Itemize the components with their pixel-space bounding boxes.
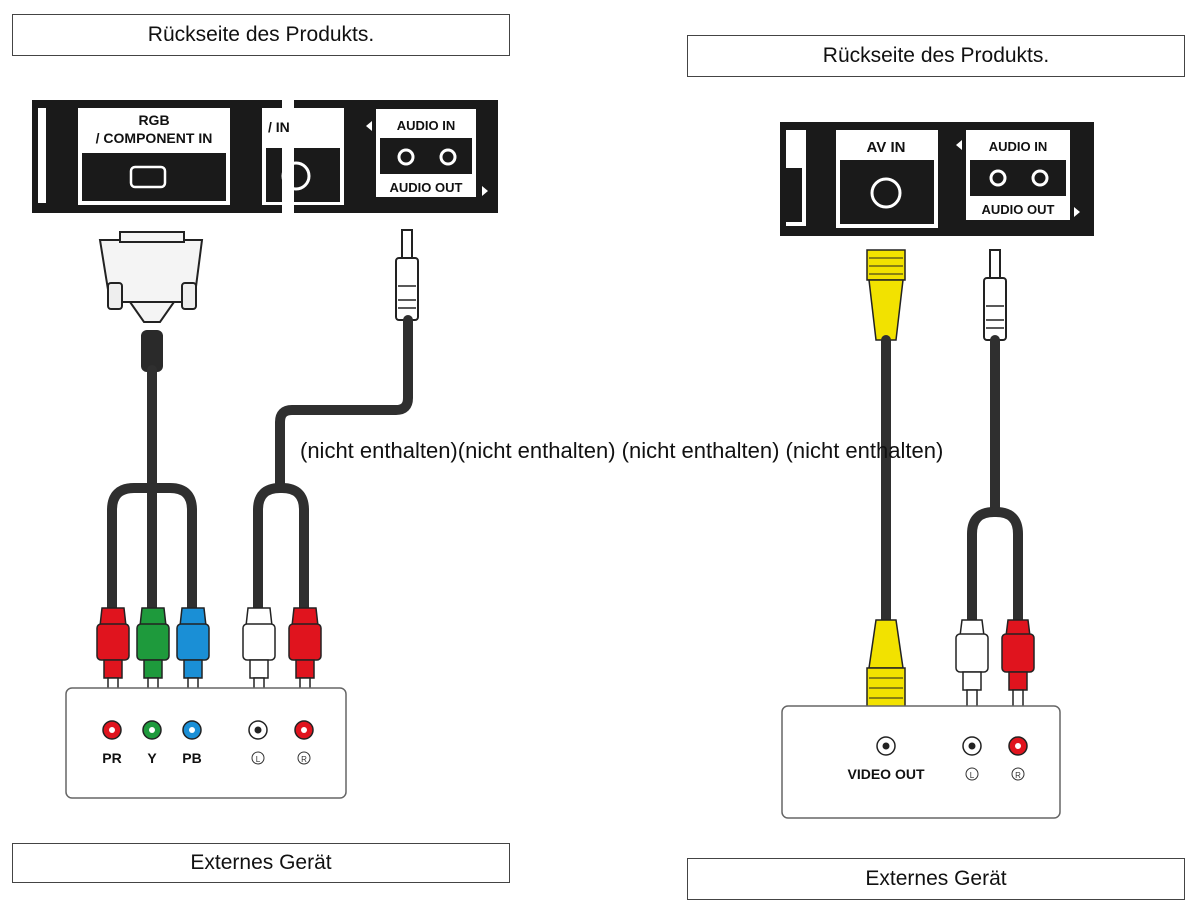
av-in-partial-label: / IN <box>268 119 290 135</box>
audio-out-label-left: AUDIO OUT <box>390 180 463 195</box>
av-in-label: AV IN <box>867 139 906 156</box>
jack-label-y: Y <box>147 750 157 766</box>
product-back-label-left: Rückseite des Produkts. <box>12 14 510 56</box>
rca-plug-audio-r <box>288 607 322 699</box>
right-external-device: VIDEO OUT L R <box>781 705 1061 819</box>
left-product-panel: RGB / COMPONENT IN / IN AUDIO IN AUDIO O… <box>32 100 498 213</box>
product-back-text-left: Rückseite des Produkts. <box>147 23 375 46</box>
jack-label-pb: PB <box>182 750 201 766</box>
external-device-label-right: Externes Gerät <box>687 858 1185 900</box>
audio-jack-left-top <box>395 229 419 321</box>
rca-plugs-right <box>866 619 1035 711</box>
jack-label-r-left: R <box>301 755 307 764</box>
rca-plug-pr <box>96 607 130 699</box>
audio-in-label-left: AUDIO IN <box>397 118 456 133</box>
rca-plug-pb <box>176 607 210 699</box>
not-included-note: (nicht enthalten)(nicht enthalten) (nich… <box>300 438 944 463</box>
rgb-port-label: RGB <box>138 112 169 128</box>
component-in-port-label: / COMPONENT IN <box>96 130 213 146</box>
right-product-panel: AV IN AUDIO IN AUDIO OUT <box>780 122 1094 236</box>
right-cables <box>881 335 1023 627</box>
product-back-label-right: Rückseite des Produkts. <box>687 35 1185 77</box>
left-external-device: PR Y PB L R <box>65 687 347 799</box>
video-plug-top <box>866 249 906 341</box>
video-out-label: VIDEO OUT <box>847 766 924 782</box>
dsub-connector <box>98 231 204 372</box>
left-cables <box>107 315 413 615</box>
rca-plugs-left <box>96 607 322 699</box>
jack-label-l-right: L <box>970 771 975 780</box>
audio-in-label-right: AUDIO IN <box>989 139 1048 154</box>
rca-plug-audio-r-right <box>1001 619 1035 711</box>
product-back-text-right: Rückseite des Produkts. <box>822 44 1050 67</box>
jack-label-pr: PR <box>102 750 121 766</box>
audio-out-label-right: AUDIO OUT <box>982 202 1055 217</box>
video-plug-bottom <box>866 619 906 711</box>
rca-plug-audio-l-right <box>955 619 989 711</box>
audio-jack-right-top <box>983 249 1007 341</box>
rca-plug-audio-l <box>242 607 276 699</box>
rca-plug-y <box>136 607 170 699</box>
jack-label-r-right: R <box>1015 771 1021 780</box>
external-device-text-right: Externes Gerät <box>865 867 1007 890</box>
external-device-text-left: Externes Gerät <box>190 851 332 874</box>
external-device-label-left: Externes Gerät <box>12 843 510 883</box>
jack-label-l-left: L <box>256 755 261 764</box>
